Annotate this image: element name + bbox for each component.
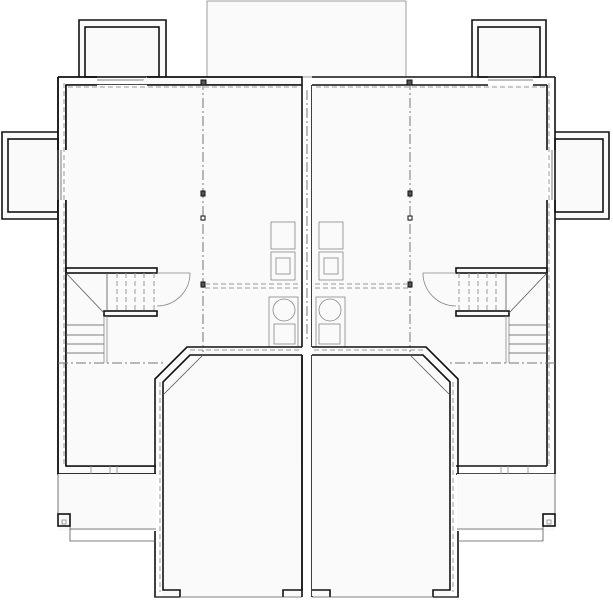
left-unit (1, 19, 303, 598)
party-wall (301, 85, 313, 597)
left-top-bay-window (78, 19, 167, 81)
left-dryer (273, 323, 296, 345)
left-garage (154, 346, 303, 598)
left-stair (65, 267, 191, 363)
column-post (200, 215, 206, 221)
rear-patio (206, 0, 407, 78)
right-top-bay-window (471, 19, 547, 81)
left-front-porch (57, 466, 156, 542)
right-stair (422, 267, 548, 363)
column-post (200, 190, 206, 197)
right-unit (312, 19, 610, 598)
porch-post (57, 513, 71, 527)
left-side-bay-window (1, 131, 62, 220)
column-post (200, 79, 207, 86)
left-cabinet (270, 221, 296, 250)
left-sink (270, 251, 296, 281)
right-side-bay-window (551, 131, 610, 220)
column-post (200, 281, 206, 288)
left-washer (272, 298, 296, 322)
right-garage (312, 346, 459, 598)
right-front-porch (457, 466, 556, 542)
